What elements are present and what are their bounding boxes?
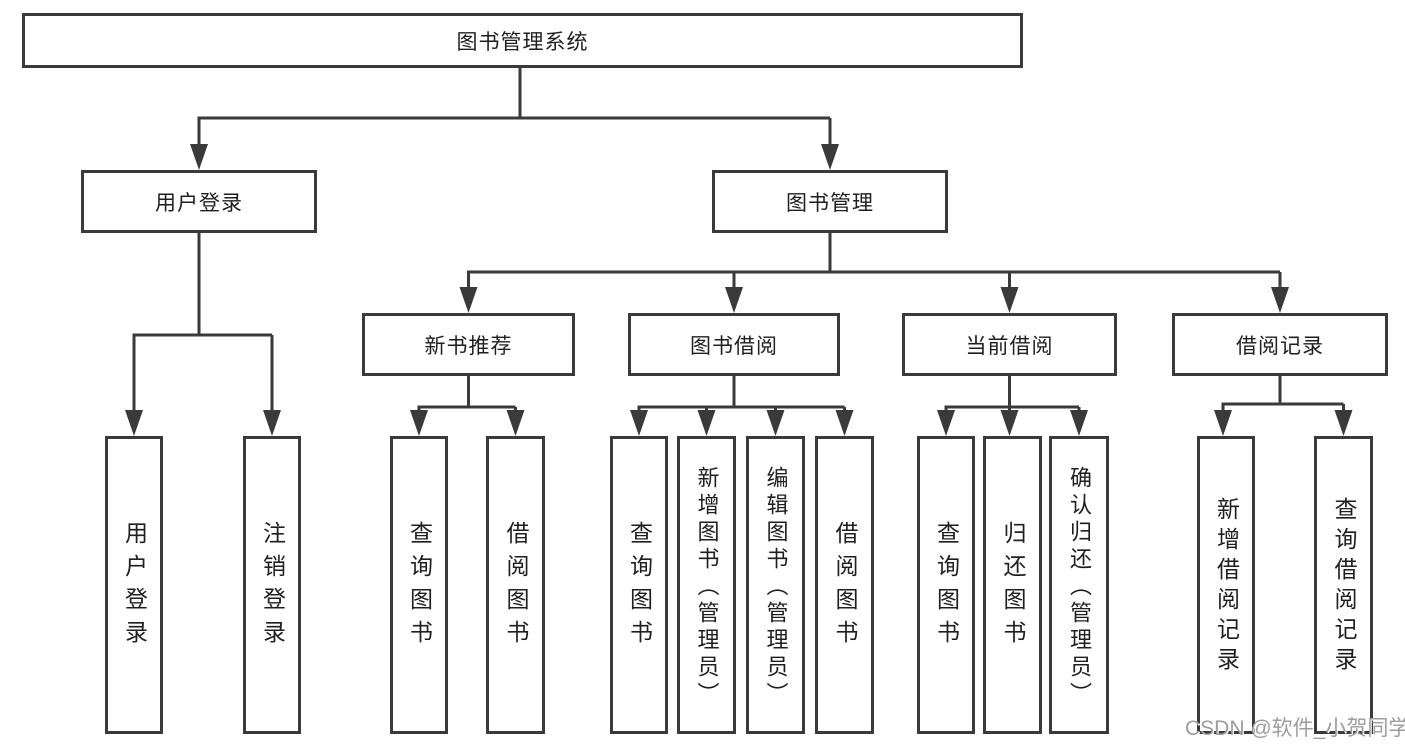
- leaf-cb-query-book: 查询图书: [917, 436, 975, 734]
- node-current-borrow: 当前借阅: [902, 313, 1117, 376]
- arrowheads-level3: [459, 287, 1289, 313]
- node-book-management: 图书管理: [712, 170, 948, 233]
- leaf-bb-add-book-admin: 新增图书（管理员）: [677, 436, 736, 734]
- leaf-logout: 注销登录: [243, 436, 301, 734]
- connector-borrow-records-to-leaves: [1221, 376, 1345, 414]
- leaf-cb-return-book: 归还图书: [983, 436, 1042, 734]
- leaf-br-add-record: 新增借阅记录: [1197, 436, 1255, 734]
- leaf-br-query-record: 查询借阅记录: [1314, 436, 1373, 734]
- node-book-borrow: 图书借阅: [628, 313, 840, 376]
- csdn-watermark: CSDN @软件_小贺同学: [1185, 717, 1405, 740]
- node-new-book-recommend: 新书推荐: [362, 313, 575, 376]
- connector-book-mgmt-to-level3: [467, 233, 1282, 291]
- arrowheads-leaves: [125, 410, 1353, 436]
- leaf-nbr-query-book: 查询图书: [390, 436, 448, 734]
- connector-new-book-rec-to-leaves: [417, 376, 517, 414]
- leaf-bb-query-book: 查询图书: [610, 436, 668, 734]
- leaf-bb-borrow-book: 借阅图书: [815, 436, 874, 734]
- leaf-user-login: 用户登录: [105, 436, 163, 734]
- connector-current-borrow-to-leaves: [944, 376, 1081, 414]
- leaf-nbr-borrow-book: 借阅图书: [486, 436, 545, 734]
- node-borrow-records: 借阅记录: [1172, 313, 1388, 376]
- leaf-bb-edit-book-admin: 编辑图书（管理员）: [746, 436, 805, 734]
- arrowheads-level2: [190, 144, 839, 170]
- connector-book-borrow-to-leaves: [637, 376, 846, 414]
- connector-root-to-level2: [197, 68, 832, 150]
- node-root-system: 图书管理系统: [22, 13, 1023, 68]
- node-user-login: 用户登录: [81, 170, 317, 233]
- connector-user-login-to-leaves: [132, 233, 274, 414]
- leaf-cb-confirm-return-admin: 确认归还（管理员）: [1049, 436, 1109, 734]
